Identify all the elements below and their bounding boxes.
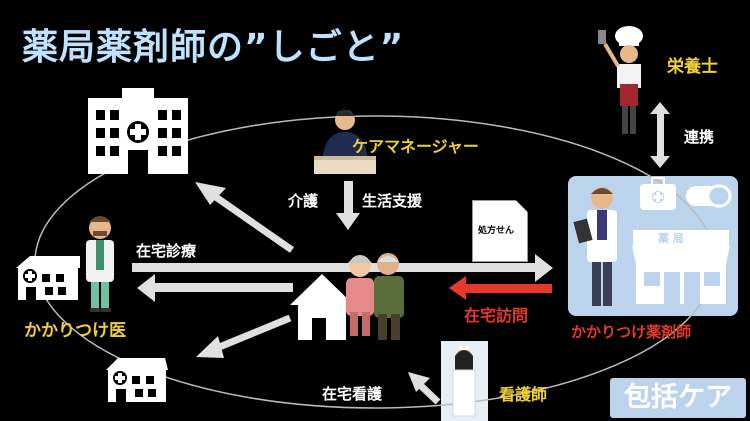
arrow-to-hospital (195, 182, 294, 253)
chef-icon (598, 26, 643, 134)
prescription-label: 処方せん (478, 226, 515, 236)
page-title: 薬局薬剤師の”しごと” (22, 27, 405, 68)
home-icon (290, 274, 354, 340)
care-manager-icon (314, 110, 376, 174)
doctor-icon (86, 216, 114, 312)
zaitaku-houmon-label: 在宅訪問 (464, 306, 529, 325)
seikatsu-shien-label: 生活支援 (362, 192, 423, 210)
arrow-renkei (650, 102, 670, 168)
kaigo-label: 介護 (288, 192, 319, 210)
medical-bag-icon (640, 177, 676, 210)
clinic-icon (16, 256, 80, 300)
pharmacy-icon (632, 230, 730, 304)
pill-icon (686, 184, 732, 208)
clinic-small-icon (106, 358, 168, 402)
pharmacist-icon (573, 187, 617, 306)
arrow-visit-red (449, 276, 552, 300)
kangoshi-label: 看護師 (499, 385, 548, 404)
prescription-icon: 処方せん (472, 200, 528, 262)
care-manager-label: ケアマネージャー (352, 137, 479, 156)
pharmacy-sign: 薬 局 (658, 232, 684, 245)
hospital-icon (88, 88, 188, 174)
renkei-label: 連携 (684, 128, 715, 146)
arrow-caremanager-down (336, 181, 360, 230)
arrow-zaitaku-left (137, 274, 293, 302)
houkatsu-care-badge: 包括ケア (610, 378, 746, 418)
zaitaku-shinryo-label: 在宅診療 (136, 242, 197, 260)
arrow-nurse (408, 372, 441, 405)
arrow-to-clinic (196, 314, 292, 358)
zaitaku-kango-label: 在宅看護 (322, 385, 383, 403)
nurse-icon (452, 346, 476, 417)
eiyoushi-label: 栄養士 (667, 57, 718, 77)
elderly-couple-icon (346, 253, 404, 340)
arrow-zaitaku-right (132, 254, 553, 282)
kakaritsuke-i-label: かかりつけ医 (24, 321, 127, 341)
kakaritsuke-yakuzaishi-label: かかりつけ薬剤師 (571, 323, 692, 341)
